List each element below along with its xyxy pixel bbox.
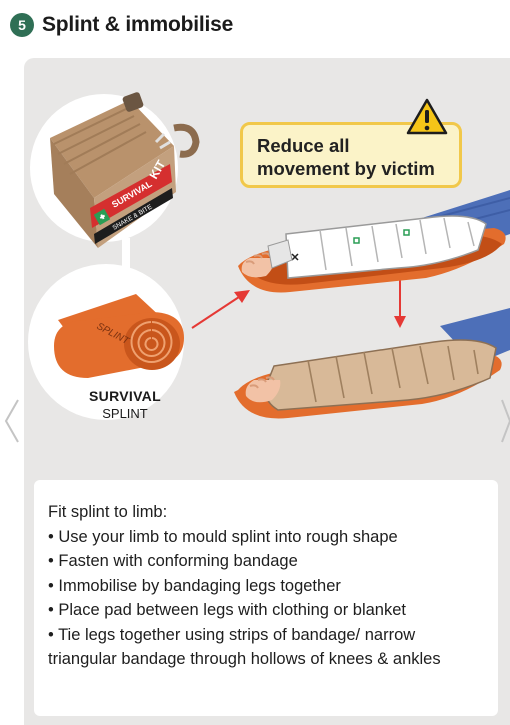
section-header: 5 Splint & immobilise [10, 10, 233, 40]
callout-line-2: movement by victim [257, 158, 435, 179]
list-item: • Place pad between legs with clothing o… [48, 601, 406, 619]
instructions-lead: Fit splint to limb: [48, 503, 168, 521]
survival-kit-pouch: SURVIVAL KIT SNAKE & BITE [50, 92, 200, 248]
list-item: • Use your limb to mould splint into rou… [48, 527, 398, 546]
chevron-left-icon[interactable] [2, 396, 22, 446]
splint-label-line-1: SURVIVAL [89, 388, 161, 404]
list-item: • Immobilise by bandaging legs together [48, 576, 341, 595]
list-item: • Fasten with conforming bandage [48, 552, 298, 570]
instructions-list: • Use your limb to mould splint into rou… [48, 525, 484, 672]
leg-bandaged [234, 308, 510, 419]
instruction-card: SURVIVAL KIT SNAKE & BITE SPLINT [24, 58, 510, 725]
leg-splint-open [238, 190, 510, 293]
warning-icon [406, 98, 448, 135]
list-item: • Tie legs together using strips of band… [48, 625, 441, 669]
step-badge: 5 [10, 13, 34, 37]
splint-label: SURVIVAL SPLINT [62, 388, 188, 421]
splint-roll: SPLINT [54, 294, 184, 378]
splint-label-line-2: SPLINT [102, 406, 148, 421]
chevron-right-icon[interactable] [498, 396, 510, 446]
callout-line-1: Reduce all [257, 135, 350, 156]
instructions-panel: Fit splint to limb: • Use your limb to m… [34, 480, 498, 716]
page-title: Splint & immobilise [42, 13, 234, 36]
first-aid-illustration: SURVIVAL KIT SNAKE & BITE SPLINT [28, 92, 510, 420]
red-arrows [191, 280, 406, 329]
